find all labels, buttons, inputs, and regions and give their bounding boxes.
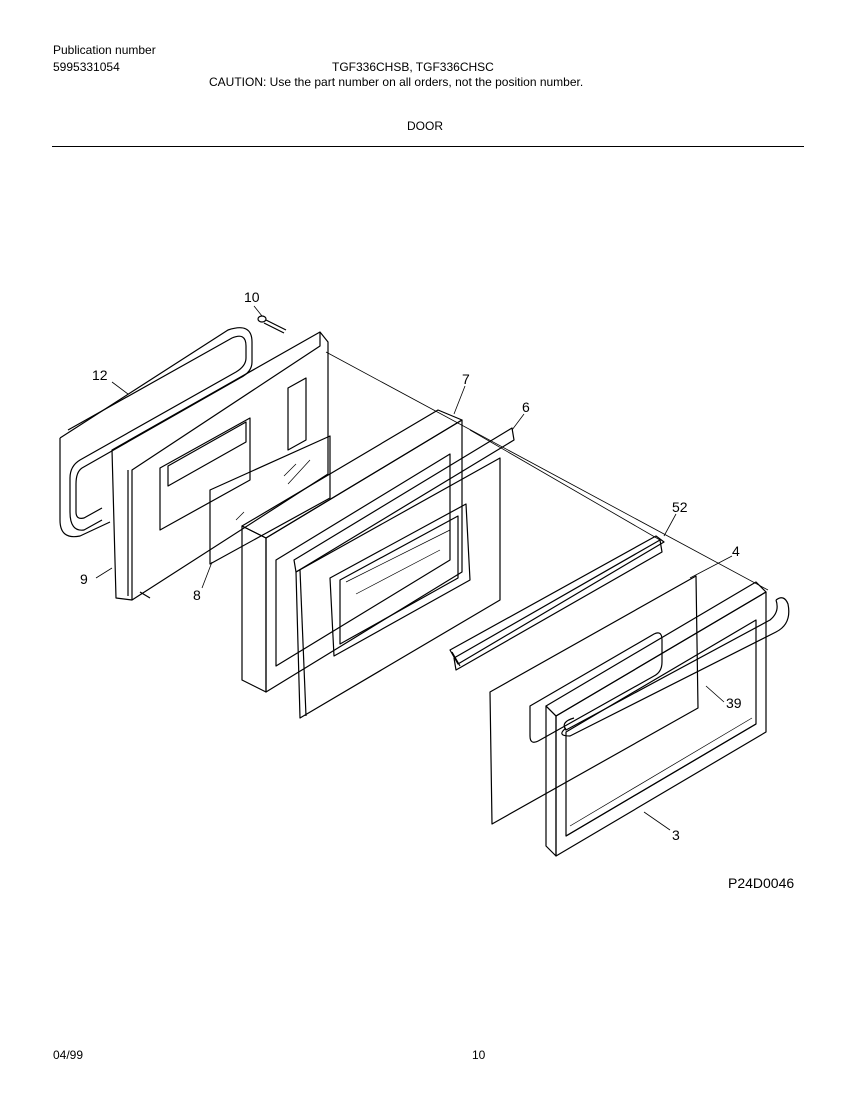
callout-12: 12 xyxy=(92,367,108,383)
callout-3: 3 xyxy=(672,827,680,843)
part-3-outer-frame xyxy=(545,581,767,857)
revision-date: 04/99 xyxy=(53,1048,84,1062)
callout-10: 10 xyxy=(244,289,260,305)
page-number: 10 xyxy=(472,1048,486,1062)
header-divider xyxy=(52,146,804,147)
part-52-vent-channel xyxy=(449,535,665,671)
part-8-inner-glass xyxy=(209,435,331,565)
part-6-inner-panel xyxy=(293,427,515,719)
callout-7: 7 xyxy=(462,371,470,387)
callout-6: 6 xyxy=(522,399,530,415)
section-title: DOOR xyxy=(407,119,443,133)
callout-8: 8 xyxy=(193,587,201,603)
part-39-handle xyxy=(561,597,790,737)
publication-number-label: Publication number xyxy=(53,43,156,57)
callout-4: 4 xyxy=(732,543,740,559)
caution-note: CAUTION: Use the part number on all orde… xyxy=(209,75,584,89)
figure-code: P24D0046 xyxy=(728,875,795,891)
model-numbers: TGF336CHSB, TGF336CHSC xyxy=(332,60,494,74)
callout-39: 39 xyxy=(726,695,742,711)
callout-52: 52 xyxy=(672,499,688,515)
callout-9: 9 xyxy=(80,571,88,587)
part-10-screw xyxy=(257,315,287,334)
part-12-gasket xyxy=(59,327,253,538)
publication-number: 5995331054 xyxy=(53,60,120,74)
part-9-door-liner xyxy=(111,331,329,601)
part-7-insulation xyxy=(241,409,463,693)
callout-labels: 10 12 7 6 52 4 9 8 39 3 xyxy=(80,289,742,843)
part-4-outer-glass xyxy=(489,575,699,825)
